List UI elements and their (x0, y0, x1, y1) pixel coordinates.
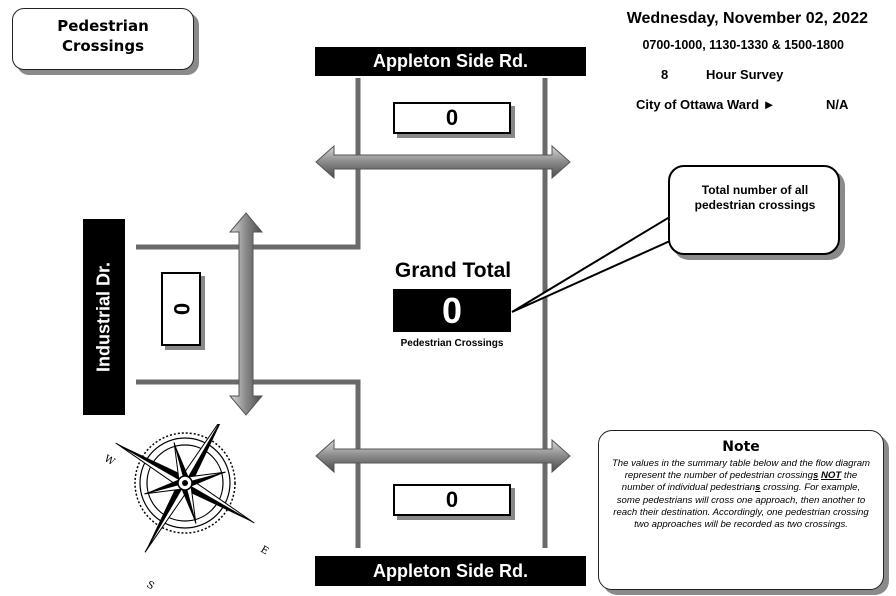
road-label-north: Appleton Side Rd. (315, 47, 586, 76)
grand-total-label: Grand Total (394, 259, 512, 282)
compass-rose: N E S W (102, 424, 270, 592)
callout-pointer (511, 216, 693, 313)
count-west-value: 0 (169, 302, 194, 316)
count-west: 0 (161, 272, 201, 346)
survey-date: Wednesday, November 02, 2022 (626, 10, 868, 27)
road-edge-nw (136, 78, 361, 250)
count-south: 0 (393, 484, 511, 516)
grand-total-value: 0 (393, 289, 511, 332)
note-text-3: crossing. For example, some pedestrians … (613, 482, 869, 531)
crosswalk-arrow-north (315, 144, 571, 180)
compass-s: S (145, 579, 157, 592)
note-not: NOT (820, 470, 842, 482)
road-label-west: Industrial Dr. (83, 219, 125, 415)
note-s1: s (812, 470, 819, 482)
road-label-west-text: Industrial Dr. (93, 261, 114, 373)
count-north: 0 (393, 102, 511, 134)
ward-label: City of Ottawa Ward ► (636, 97, 776, 112)
note-s2: s (755, 482, 761, 494)
note-text-2: the number of individual pedestrian (621, 470, 858, 494)
note-box: Note The values in the summary table bel… (598, 430, 884, 590)
road-label-south: Appleton Side Rd. (315, 556, 586, 586)
note-body: The values in the summary table below an… (611, 458, 871, 531)
title-line2: Crossings (61, 37, 145, 55)
survey-times: 0700-1000, 1130-1330 & 1500-1800 (642, 38, 844, 52)
crosswalk-arrow-west (228, 212, 264, 416)
compass-e: E (258, 544, 270, 557)
crosswalk-arrow-south (315, 438, 571, 474)
compass-w: W (102, 454, 117, 469)
survey-label: Hour Survey (706, 67, 784, 82)
title-line1: Pedestrian (57, 17, 149, 35)
survey-hours: 8 (661, 67, 669, 82)
road-edge-sw (136, 379, 361, 548)
ward-value: N/A (826, 97, 849, 112)
note-text-1: The values in the summary table below an… (611, 458, 871, 482)
note-title: Note (722, 439, 760, 455)
callout-bubble (668, 165, 840, 255)
title-box: Pedestrian Crossings (12, 8, 194, 70)
callout-text: Total number of all pedestrian crossings (694, 183, 816, 212)
grand-total-caption: Pedestrian Crossings (400, 338, 504, 349)
